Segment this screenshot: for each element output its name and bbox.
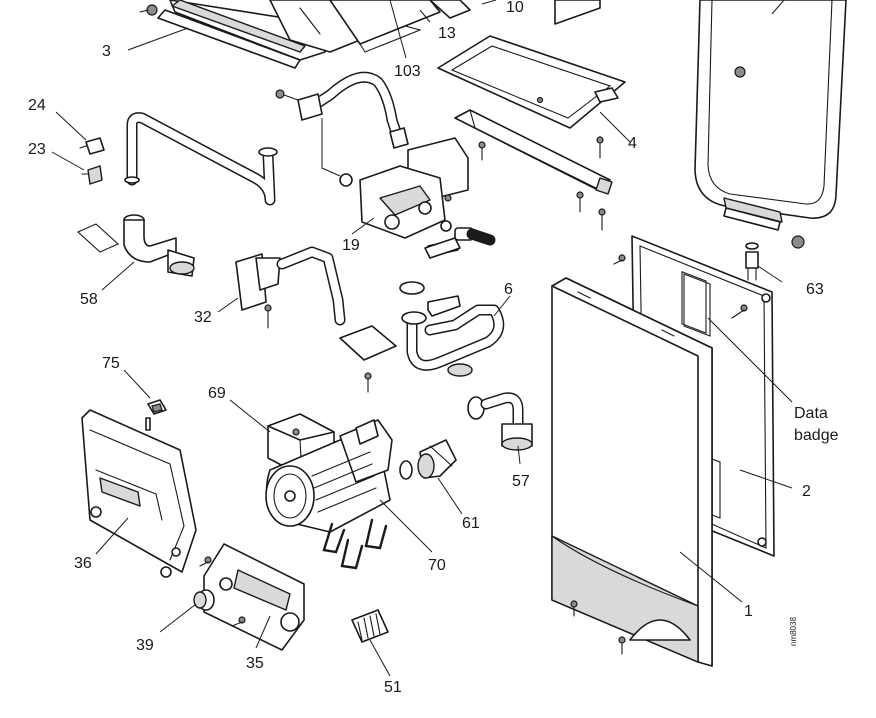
label-data-badge-line1: Data <box>794 405 828 422</box>
label-10: 10 <box>506 0 524 16</box>
part-75-clip <box>145 399 167 431</box>
part-39-knob <box>193 589 215 611</box>
label-19: 19 <box>342 237 360 254</box>
part-6-return-pipe <box>339 281 505 393</box>
label-51: 51 <box>384 679 402 696</box>
label-58: 58 <box>80 291 98 308</box>
label-75: 75 <box>102 355 120 372</box>
clip-springs <box>322 518 388 570</box>
label-2: 2 <box>802 483 811 500</box>
label-39: 39 <box>136 637 154 654</box>
label-63: 63 <box>806 281 824 298</box>
label-36: 36 <box>74 555 92 572</box>
label-1: 1 <box>744 603 753 620</box>
label-3: 3 <box>102 43 111 60</box>
part-57-elbow-pipe <box>467 392 533 451</box>
drawing-reference: nm8038 <box>789 617 798 646</box>
part-51-connector <box>351 609 389 643</box>
rod <box>424 237 461 259</box>
part-23-sensor <box>81 165 103 185</box>
part-labels: 3 10 13 103 4 24 23 19 58 32 6 63 75 69 … <box>28 0 839 696</box>
part-35-control-cover <box>199 543 305 651</box>
part-58-gauge-elbow <box>77 214 195 277</box>
part-10-panel <box>554 0 601 25</box>
part-3-sump-bracket <box>139 0 361 69</box>
gas-pipe-103 <box>275 71 409 149</box>
label-57: 57 <box>512 473 530 490</box>
part-32-component <box>235 246 346 329</box>
leader-lines <box>51 0 793 677</box>
label-13: 13 <box>438 25 456 42</box>
part-61-elbow <box>417 439 457 479</box>
label-61: 61 <box>462 515 480 532</box>
part-4-tray <box>437 35 626 129</box>
part-1-front-casing <box>551 277 713 667</box>
part-24-sensor <box>79 137 105 155</box>
label-24: 24 <box>28 97 46 114</box>
label-70: 70 <box>428 557 446 574</box>
label-35: 35 <box>246 655 264 672</box>
part-70-pump-body <box>265 419 413 533</box>
part-63-fitting <box>745 242 759 281</box>
label-103: 103 <box>394 63 421 80</box>
label-32: 32 <box>194 309 212 326</box>
label-69: 69 <box>208 385 226 402</box>
bracket-assembly <box>454 109 613 231</box>
part-13-combustion-chamber <box>329 0 471 53</box>
flow-pipe <box>124 112 278 206</box>
part-19-gas-valve <box>321 118 496 257</box>
label-data-badge-line2: badge <box>794 427 839 444</box>
label-23: 23 <box>28 141 46 158</box>
label-4: 4 <box>628 135 637 152</box>
label-6: 6 <box>504 281 513 298</box>
part-36-control-box <box>81 409 197 578</box>
door-frame-top-right <box>694 0 847 249</box>
